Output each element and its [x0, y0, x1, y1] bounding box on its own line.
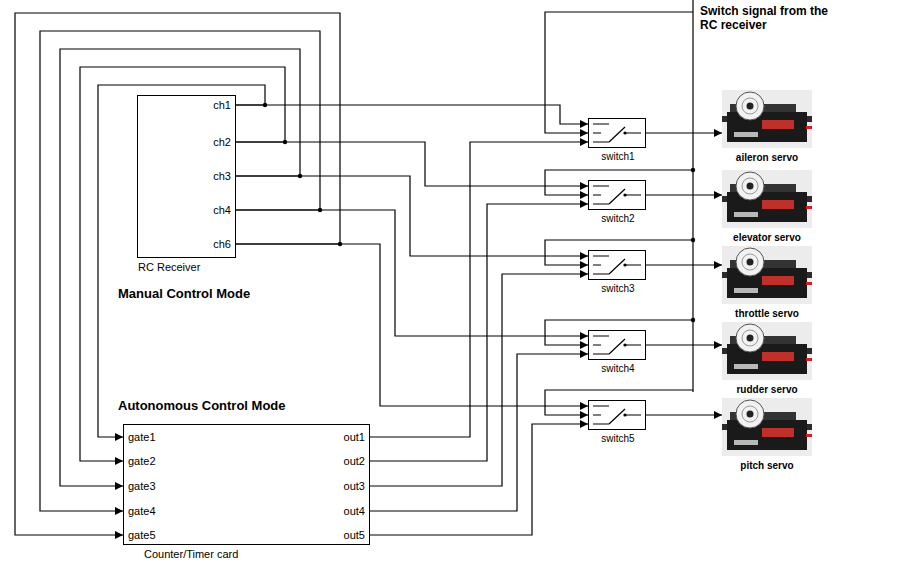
servo-picture [722, 170, 812, 228]
signal-connector [370, 204, 588, 461]
servo-block: elevator servo [722, 170, 812, 228]
signal-connector [646, 264, 722, 265]
signal-connector [60, 49, 300, 486]
switch-symbol [589, 181, 645, 209]
port-name: ch1 [213, 99, 231, 112]
port-name: out2 [344, 455, 365, 468]
mode-heading: Autonomous Control Mode [118, 398, 286, 413]
block-name: switch5 [569, 432, 667, 445]
port-name: gate3 [128, 480, 156, 493]
port-name: out5 [344, 529, 365, 542]
junction-dot [691, 168, 695, 172]
signal-connector [236, 142, 588, 186]
signal-connector [370, 142, 588, 437]
servo-block: pitch servo [722, 398, 812, 456]
switch-block: switch2 [588, 180, 646, 210]
servo-block: aileron servo [722, 90, 812, 148]
signal-connector [646, 344, 722, 345]
servo-picture [722, 90, 812, 148]
signal-note: Switch signal from the RC receiver [700, 4, 830, 32]
block-name: RC Receiver [138, 261, 200, 274]
switch-block: switch5 [588, 400, 646, 430]
port-name: ch2 [213, 136, 231, 149]
switch-signal-wire [545, 12, 693, 133]
servo-caption: throttle servo [702, 307, 832, 320]
switch-symbol [589, 251, 645, 279]
switch-symbol [589, 119, 645, 147]
signal-connector [646, 194, 722, 195]
port-name: gate4 [128, 505, 156, 518]
servo-caption: aileron servo [702, 151, 832, 164]
signal-connector [370, 354, 588, 511]
junction-dot [691, 238, 695, 242]
signal-connector [646, 414, 722, 415]
signal-connector [370, 274, 588, 486]
port-name: ch6 [213, 238, 231, 251]
port-name: out3 [344, 480, 365, 493]
servo-caption: rudder servo [702, 383, 832, 396]
switch-symbol [589, 401, 645, 429]
switch-block: switch4 [588, 330, 646, 360]
signal-connector [236, 210, 588, 336]
switch-symbol [589, 331, 645, 359]
port-name: ch3 [213, 170, 231, 183]
port-name: gate5 [128, 529, 156, 542]
servo-caption: elevator servo [702, 231, 832, 244]
counter-timer-block: gate1 gate2 gate3 gate4 gate5 out1 out2 out3 out… [123, 424, 370, 545]
mode-heading: Manual Control Mode [118, 286, 250, 301]
block-name: Counter/Timer card [144, 548, 238, 561]
port-name: gate1 [128, 431, 156, 444]
signal-connector [98, 85, 265, 437]
receiver-block: ch1ch2ch3ch4ch6RC Receiver [137, 95, 236, 258]
signal-connector [236, 105, 588, 124]
servo-picture [722, 398, 812, 456]
switch-block: switch3 [588, 250, 646, 280]
servo-block: rudder servo [722, 322, 812, 380]
port-name: ch4 [213, 204, 231, 217]
block-name: switch2 [569, 212, 667, 225]
block-name: switch3 [569, 282, 667, 295]
signal-connector [646, 132, 722, 133]
switch-signal-bus [692, 0, 693, 392]
servo-picture [722, 322, 812, 380]
servo-picture [722, 246, 812, 304]
block-name: switch4 [569, 362, 667, 375]
servo-caption: pitch servo [702, 459, 832, 472]
port-name: gate2 [128, 455, 156, 468]
signal-connector [370, 424, 588, 535]
port-name: out4 [344, 505, 365, 518]
port-name: out1 [344, 431, 365, 444]
switch-block: switch1 [588, 118, 646, 148]
junction-dot [691, 318, 695, 322]
signal-connector [80, 67, 285, 461]
block-name: switch1 [569, 150, 667, 163]
servo-block: throttle servo [722, 246, 812, 304]
signal-connector [236, 244, 588, 406]
